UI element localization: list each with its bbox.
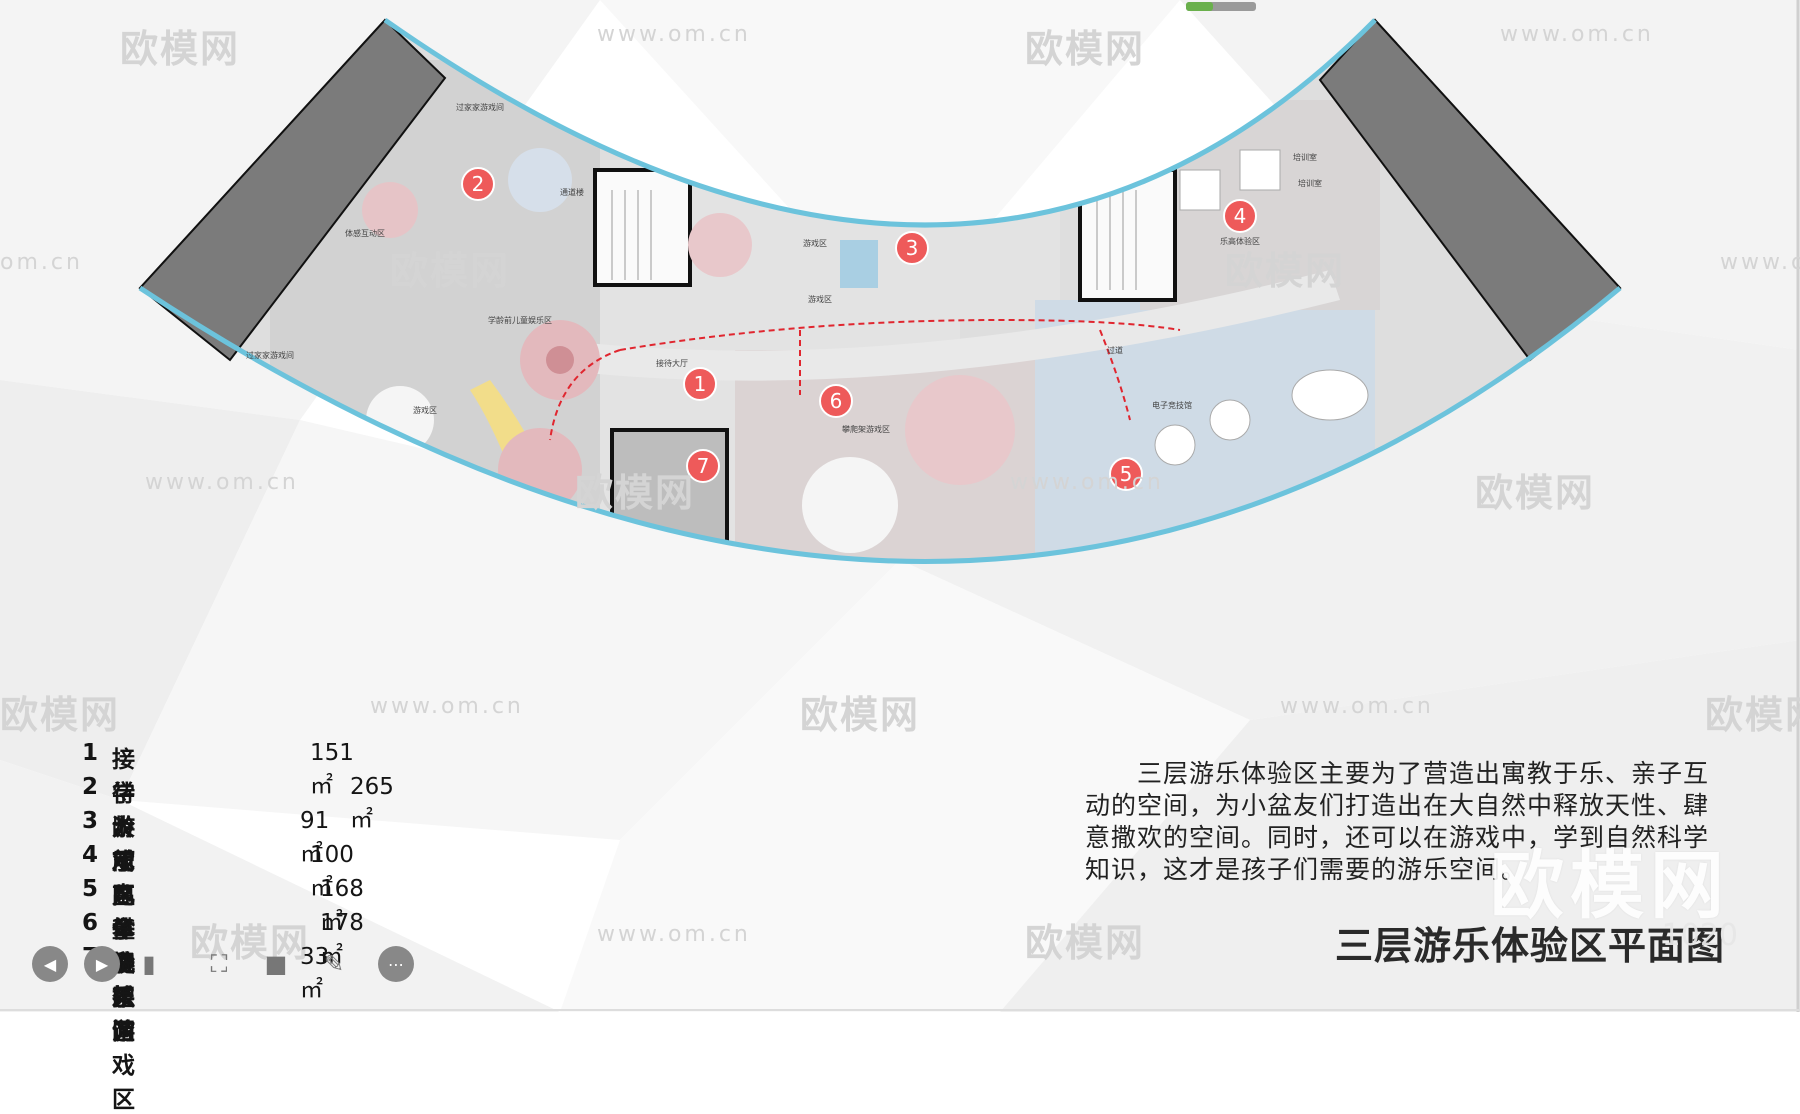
- watermark: 欧模网: [1225, 249, 1346, 293]
- watermark: www.om.cn: [1720, 250, 1800, 275]
- watermark: 欧模网: [190, 921, 311, 965]
- legend-area: 33㎡: [300, 944, 330, 1003]
- corridor: [560, 270, 1340, 381]
- zone-label: 乐高体验区: [1220, 236, 1260, 246]
- zone-marker-label: 7: [697, 454, 710, 478]
- more-icon[interactable]: ⋯: [378, 946, 414, 982]
- facade-outer: [138, 285, 1622, 564]
- zone-marker-6: 6: [819, 384, 853, 418]
- legend-name: 游戏区: [112, 815, 135, 909]
- watermark: www.om.cn: [1500, 22, 1654, 47]
- zone-label: 游戏区: [808, 294, 832, 304]
- zone-marker-5: 5: [1109, 457, 1143, 491]
- watermark: 欧模网: [1025, 27, 1146, 71]
- floor-plan: 接待大厅学龄前儿童娱乐区游戏区乐高体验区电子竞技馆攀爬架游戏区过道游戏区通道楼体…: [138, 17, 1622, 564]
- route-path: [619, 318, 1181, 351]
- core-left: [138, 18, 447, 362]
- facade-inner: [383, 17, 1377, 228]
- legend-number: 6: [82, 910, 99, 936]
- legend-area: 100 ㎡: [310, 842, 354, 901]
- legend-name: 接待大厅: [112, 747, 135, 875]
- route-path: [1099, 329, 1131, 421]
- watermark: 欧模网: [1475, 471, 1596, 515]
- legend-number: 5: [82, 876, 99, 902]
- zone-marker-2: 2: [461, 167, 495, 201]
- zone-marker-label: 6: [830, 389, 843, 413]
- play-icon[interactable]: ▶: [84, 946, 120, 982]
- legend-area: 178 ㎡: [320, 910, 364, 969]
- camera-icon[interactable]: ■: [264, 950, 288, 978]
- zone-label: 电子竞技馆: [1152, 400, 1192, 410]
- watermark: www.om.cn: [1010, 470, 1164, 495]
- zone-markers: 1 2 3 4 5 6 7: [461, 167, 1257, 491]
- zone-label: 接待大厅: [656, 358, 688, 368]
- zone-label: 通道楼: [560, 187, 584, 197]
- zone-label: 过道: [1107, 345, 1123, 355]
- zone-marker-label: 1: [694, 372, 707, 396]
- legend-number: 4: [82, 842, 99, 868]
- screenshot-icon[interactable]: ⛶: [210, 950, 228, 978]
- zone-label: 过家家游戏间: [246, 350, 294, 360]
- zone-label: 游戏区: [413, 405, 437, 415]
- zone-labels: 接待大厅学龄前儿童娱乐区游戏区乐高体验区电子竞技馆攀爬架游戏区过道游戏区通道楼体…: [246, 102, 1322, 434]
- next-icon[interactable]: ▮: [142, 950, 156, 978]
- route-path: [549, 349, 621, 441]
- zone-marker-3: 3: [895, 231, 929, 265]
- watermark: www.om.cn: [370, 694, 524, 719]
- watermark: www.om.cn: [597, 22, 751, 47]
- watermark: 欧模网: [1025, 921, 1146, 965]
- description-text: 三层游乐体验区主要为了营造出寓教于乐、亲子互动的空间，为小盆友们打造出在大自然中…: [1085, 759, 1710, 884]
- watermark: om.cn: [0, 250, 83, 275]
- zone-label: 过家家游戏间: [456, 102, 504, 112]
- zone-marker-label: 2: [472, 172, 485, 196]
- zone-label: 游戏区: [803, 238, 827, 248]
- legend-area: 151㎡: [310, 740, 354, 799]
- legend-number: 3: [82, 808, 99, 834]
- zone-label: 攀爬架游戏区: [842, 424, 890, 434]
- watermark: 欧模网: [575, 471, 696, 515]
- legend-area: 265㎡: [350, 774, 394, 833]
- loading-progress: [1186, 2, 1256, 11]
- background-polygons: [0, 0, 1800, 1012]
- watermark: 欧模网: [800, 693, 921, 737]
- watermark: 欧模网: [390, 249, 511, 293]
- zone-label: 体感互动区: [345, 228, 385, 238]
- watermark: 欧模网: [120, 27, 241, 71]
- stair-left: [593, 168, 692, 287]
- zone-marker-7: 7: [686, 449, 720, 483]
- zone-label: 学龄前儿童娱乐区: [488, 315, 552, 325]
- legend-number: 1: [82, 740, 99, 766]
- page-title: 三层游乐体验区平面图: [1335, 924, 1726, 968]
- watermark: www.om.cn: [1280, 694, 1434, 719]
- zone-marker-label: 4: [1234, 204, 1247, 228]
- watermark: www.om.cn: [145, 470, 299, 495]
- zone-marker-1: 1: [683, 367, 717, 401]
- zone-marker-label: 5: [1120, 462, 1133, 486]
- watermark: www.om.cn: [597, 922, 751, 947]
- legend-area: 168㎡: [320, 876, 364, 935]
- corner-watermark: 欧模网: [1490, 843, 1730, 929]
- prev-icon[interactable]: ◀: [32, 946, 68, 982]
- watermark: 欧模网: [1705, 693, 1800, 737]
- zone-label: 培训室: [1298, 178, 1322, 188]
- zone-label: 培训室: [1293, 152, 1317, 162]
- corner-watermark-id: 1020: [1661, 918, 1738, 953]
- zone-marker-4: 4: [1223, 199, 1257, 233]
- chat-icon[interactable]: ✎: [323, 950, 345, 978]
- zone-marker-label: 3: [906, 236, 919, 260]
- watermark: 欧模网: [0, 693, 121, 737]
- legend-number: 2: [82, 774, 99, 800]
- legend-area: 91㎡: [300, 808, 330, 867]
